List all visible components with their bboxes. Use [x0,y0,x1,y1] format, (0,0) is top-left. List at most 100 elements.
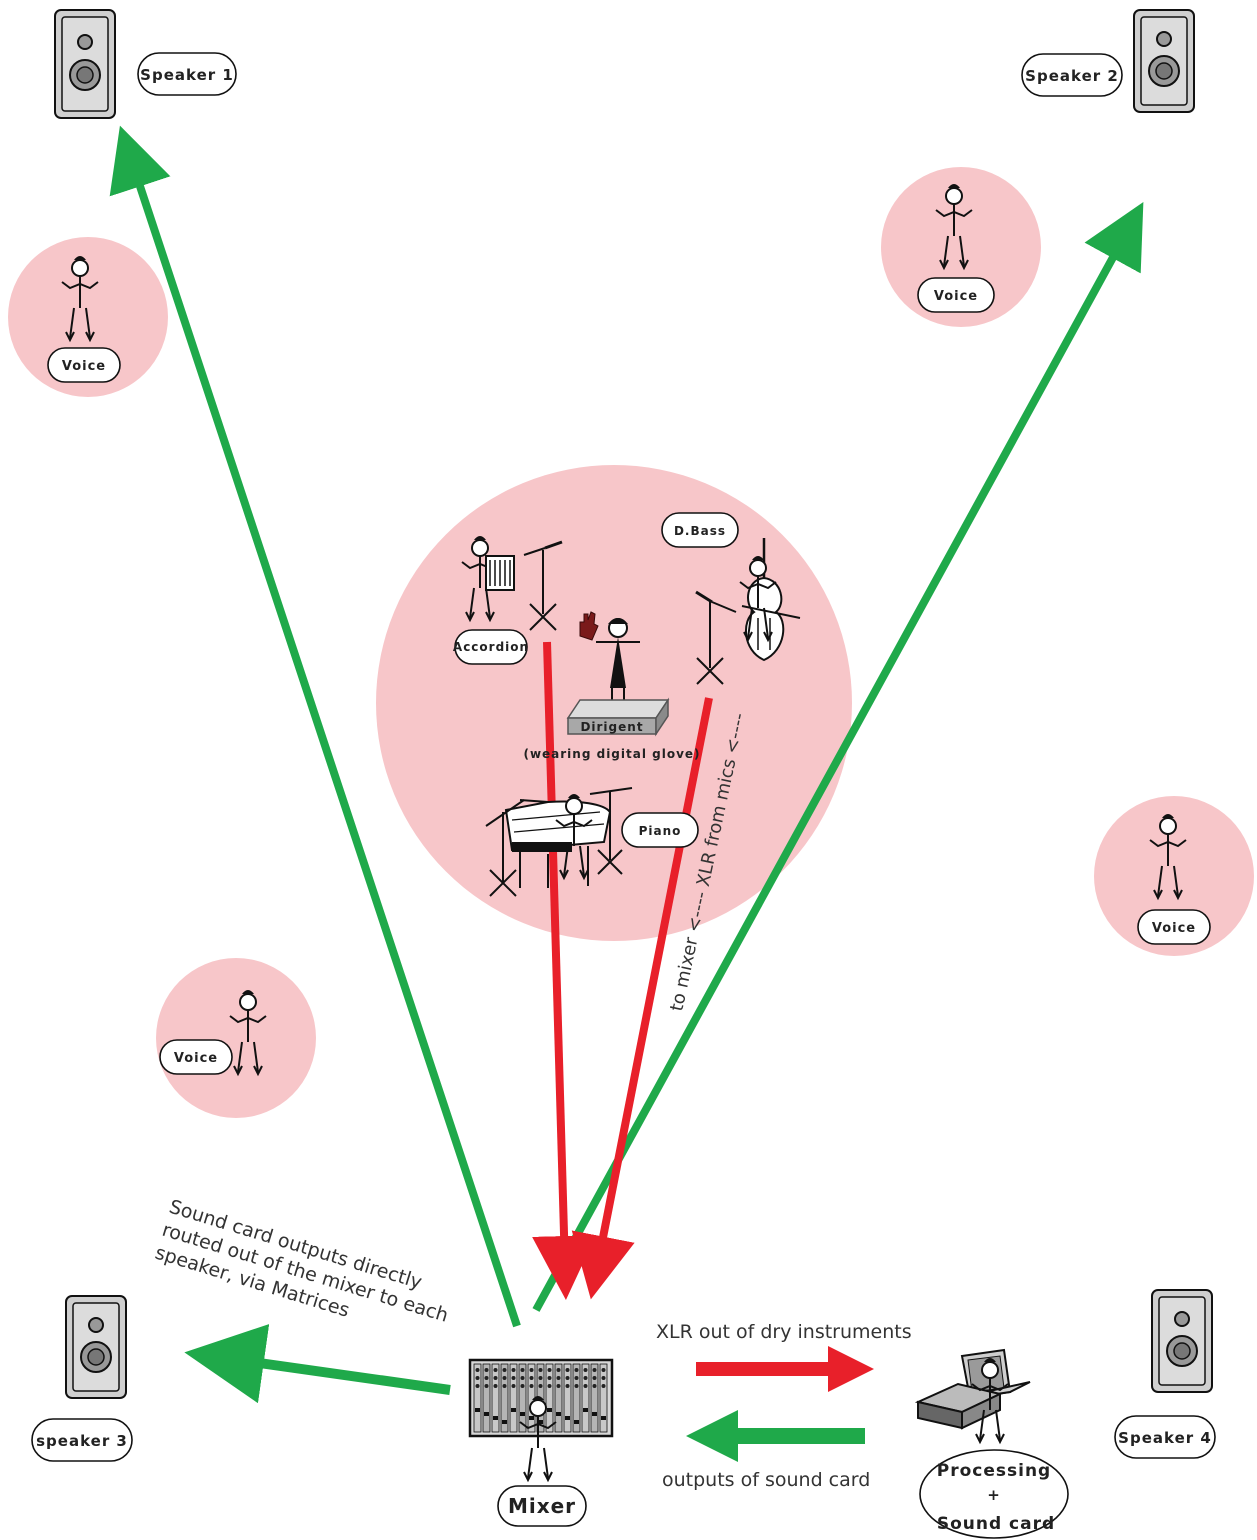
speaker-icon [1133,9,1195,113]
voice-2: Voice [917,183,995,313]
mixer-knob [583,1384,588,1388]
mixer-fader [601,1416,606,1420]
mixer-knob [574,1376,579,1380]
mixer-fader [502,1420,507,1424]
mixer-fader [583,1408,588,1412]
mixer-channel-strip [500,1363,509,1433]
processing-label-line2: + [987,1486,1001,1504]
mixer-knob [601,1376,606,1380]
output-arrow-speaker-3 [184,1324,451,1404]
mixer-label: Mixer [508,1494,576,1518]
mixer-knob [484,1376,489,1380]
mixer-fader [592,1412,597,1416]
mixer-knob [511,1376,516,1380]
piano-player: Piano [485,787,699,897]
output-arrow-speaker-2 [532,201,1144,1312]
mixer-channel-strip [581,1363,590,1433]
mic-stand-icon [695,590,737,685]
mixer-knob [538,1384,543,1388]
speaker-1: Speaker 1 [54,9,237,119]
mixer-knob [484,1384,489,1388]
voice-4-label: Voice [174,1051,218,1066]
mixer-knob [502,1376,507,1380]
mixer-channel-strip [509,1363,518,1433]
mixer-knob [565,1368,570,1372]
mixer-channel-strip [482,1363,491,1433]
mixer-fader [574,1420,579,1424]
mixer-knob [547,1368,552,1372]
mixer-fader [529,1416,534,1420]
speaker-4: Speaker 4 [1114,1289,1216,1459]
mixer-fader [520,1412,525,1416]
mixer-knob [484,1368,489,1372]
mixer-channel-strip [554,1363,563,1433]
output-arrow-speaker-1 [109,125,521,1328]
mixer-knob [493,1368,498,1372]
conductor: Dirigent (wearing digital glove) [523,611,700,761]
voice-3: Voice [1137,813,1211,945]
card-out-note: outputs of sound card [662,1469,870,1491]
mixer-channel-strip [491,1363,500,1433]
mixer-knob [556,1368,561,1372]
routing-note: Sound card outputs directly routed out o… [153,1196,451,1327]
processing-label-line1: Processing [937,1461,1051,1481]
mixer-knob [520,1376,525,1380]
speaker-icon [1151,1289,1213,1393]
bass-player: D.Bass [661,512,801,685]
mixer-knob [520,1368,525,1372]
processing-station: Processing + Sound card [914,1348,1069,1539]
mixer-knob [502,1384,507,1388]
mixer-knob [556,1384,561,1388]
mixer-knob [529,1376,534,1380]
mixer-channel-strip [518,1363,527,1433]
dry-out-note: XLR out of dry instruments [656,1321,912,1343]
mixer-knob [565,1376,570,1380]
mixer-fader [511,1408,516,1412]
mixer-fader [538,1420,543,1424]
accordion-label: Accordion [453,640,529,654]
speaker-4-label: Speaker 4 [1118,1429,1212,1447]
mixer-knob [556,1376,561,1380]
voice-zone-4 [156,958,316,1118]
voice-4: Voice [159,989,267,1075]
voice-1: Voice [47,255,121,383]
mixer-knob [601,1384,606,1388]
mixer-knob [529,1384,534,1388]
dry-out-arrow [696,1346,874,1392]
voice-1-label: Voice [62,359,106,374]
podium-icon [566,697,670,737]
accordion-player: Accordion [453,535,563,665]
mixer-knob [493,1384,498,1388]
mixer-knob [502,1368,507,1372]
voice-2-label: Voice [934,289,978,304]
mixer-knob [511,1368,516,1372]
mixer-channel-strip [599,1363,608,1433]
mic-stand-icon [523,540,563,631]
mixer-channel-strip [563,1363,572,1433]
mixer-knob [547,1376,552,1380]
mixer-fader [484,1412,489,1416]
card-out-arrow [686,1410,865,1462]
mixer-knob [583,1376,588,1380]
conductor-label: Dirigent [580,720,643,734]
speaker-3: speaker 3 [31,1295,133,1462]
mic-arrow-accordion [532,641,597,1300]
mixer-knob [475,1368,480,1372]
mixer-knob [475,1384,480,1388]
mixer-knob [493,1376,498,1380]
speaker-2: Speaker 2 [1021,9,1195,113]
mixer-knob [592,1376,597,1380]
mixer-knob [538,1368,543,1372]
mixer-channel-strip [545,1363,554,1433]
mixer-fader [547,1408,552,1412]
mixer-knob [574,1368,579,1372]
mixer-knob [511,1384,516,1388]
mixer-icon [468,1358,614,1438]
speaker-1-label: Speaker 1 [140,66,234,84]
conductor-note: (wearing digital glove) [523,747,700,761]
mic-stand-icon [485,787,633,897]
voice-3-label: Voice [1152,921,1196,936]
mixer-knob [529,1368,534,1372]
piano-label: Piano [639,824,682,838]
mixer-knob [583,1368,588,1372]
